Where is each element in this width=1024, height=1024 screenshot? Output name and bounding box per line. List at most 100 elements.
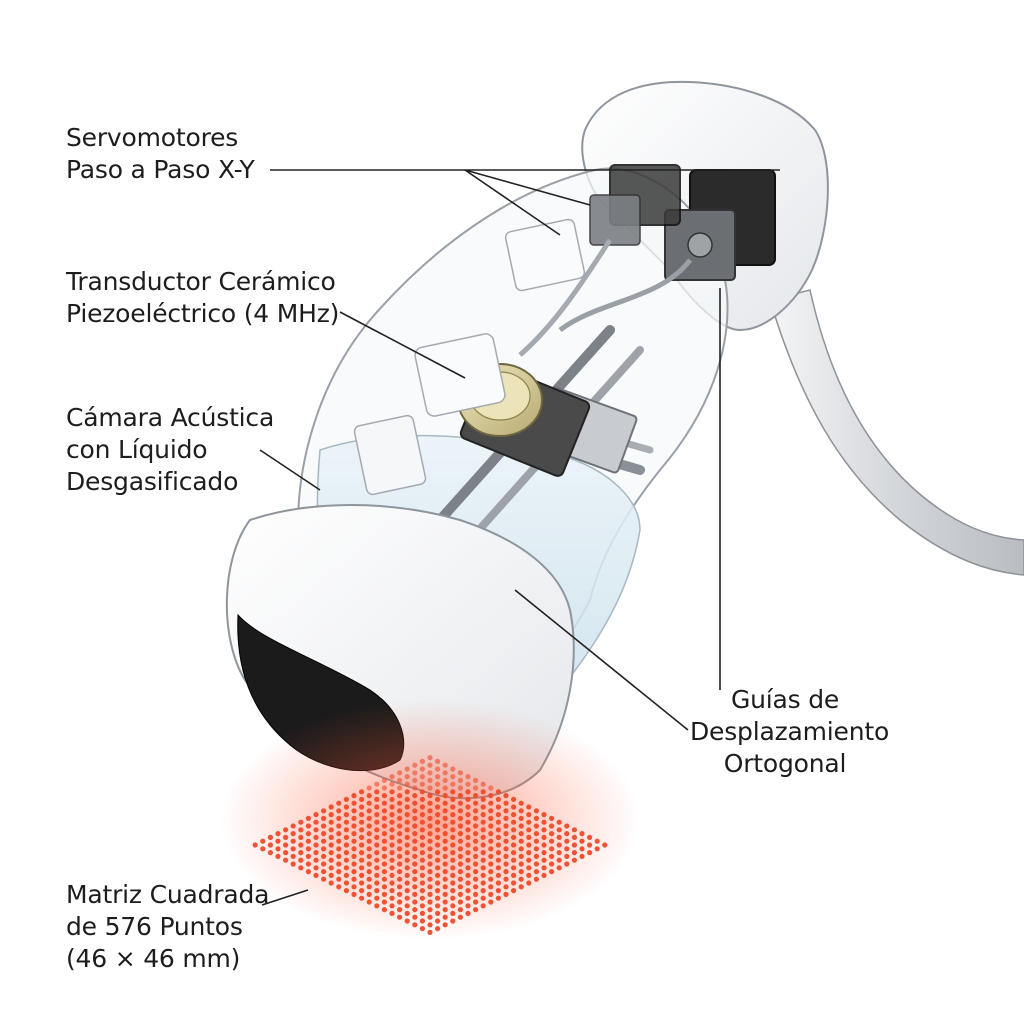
focal-dot [351,823,357,829]
focal-dot [321,831,327,837]
focal-dot [465,819,471,825]
focal-dot [351,853,357,860]
focal-dot [328,880,334,886]
focal-dot [473,800,479,806]
focal-dot [359,842,365,848]
focal-dot [457,777,463,784]
focal-dot [397,770,403,776]
focal-dot [427,785,433,791]
focal-dot [473,815,479,822]
focal-dot [457,853,463,860]
focal-dot [510,819,517,825]
focal-dot [366,876,372,882]
focal-dot [404,774,410,780]
focal-dot [518,846,524,852]
label-servomotores-line1: Servomotores [66,123,239,152]
focal-dot [397,853,403,860]
focal-dot [389,857,395,863]
focal-dot [564,838,570,844]
focal-dot [510,827,517,833]
focal-dot [488,815,494,822]
focal-dot [495,895,501,901]
focal-dot [442,793,448,799]
focal-dot [381,899,387,905]
focal-dot [260,838,266,844]
focal-dot [404,910,410,917]
focal-dot [397,899,403,905]
focal-dot [381,884,387,890]
focal-dot [397,884,403,890]
label-transductor: Transductor Cerámico Piezoeléctrico (4 M… [66,266,339,330]
focal-dot [442,891,448,898]
focal-dot [549,853,555,860]
focal-dot [427,899,433,905]
focal-dot [526,850,532,856]
focal-dot [343,796,349,803]
focal-dot [457,800,463,806]
focal-dot [450,857,456,863]
focal-dot [275,846,281,852]
focal-dot [427,907,433,913]
focal-dot [435,872,441,879]
focal-dot [518,884,524,890]
focal-dot [374,842,380,848]
focal-dot [510,804,517,810]
focal-dot [389,872,395,879]
focal-dot [450,796,456,803]
label-servomotores: Servomotores Paso a Paso X-Y [66,122,255,186]
focal-dot [427,846,433,852]
focal-dot [533,853,540,860]
focal-dot [374,872,380,879]
focal-dot [366,793,372,799]
focal-dot [359,804,365,810]
focal-dot [427,922,433,928]
focal-dot [389,888,395,894]
focal-dot [336,869,342,875]
focal-dot [435,926,441,932]
focal-dot [313,819,319,825]
focal-dot [480,895,486,901]
focal-dot [480,812,486,818]
focal-dot [571,857,578,863]
focal-dot [275,853,281,860]
focal-dot [579,831,585,837]
focal-dot [457,907,463,913]
focal-dot [328,872,334,879]
focal-dot [450,842,456,848]
focal-dot [488,793,494,799]
focal-dot [465,834,471,841]
focal-dot [366,899,372,905]
focal-dot [473,869,479,875]
focal-dot [397,808,403,814]
label-matriz-line2: de 576 Puntos [66,912,243,941]
focal-dot [381,869,387,875]
focal-dot [389,781,395,787]
focal-dot [495,827,501,833]
focal-dot [351,800,357,806]
focal-dot [495,804,501,810]
focal-dot [412,869,418,875]
label-guias: Guías de Desplazamiento Ortogonal [690,684,889,780]
focal-dot [397,914,403,920]
focal-dot [579,853,585,860]
focal-dot-matrix-icon [252,755,608,936]
focal-dot [374,857,380,863]
focal-dot [366,891,372,898]
focal-dot [450,910,456,917]
label-matriz-line3: (46 × 46 mm) [66,944,241,973]
focal-dot [290,846,296,852]
focal-dot [427,853,433,860]
focal-dot [556,842,562,848]
focal-dot [465,880,471,886]
focal-dot [419,827,425,833]
focal-dot [533,838,540,844]
focal-dot [427,884,433,890]
focal-dot [290,831,296,837]
focal-dot [283,857,289,863]
focal-dot [526,834,532,841]
focal-dot [533,869,540,875]
focal-dot [442,899,448,905]
focal-dot [427,755,433,761]
focal-dot [404,872,410,879]
focal-dot [526,827,532,833]
